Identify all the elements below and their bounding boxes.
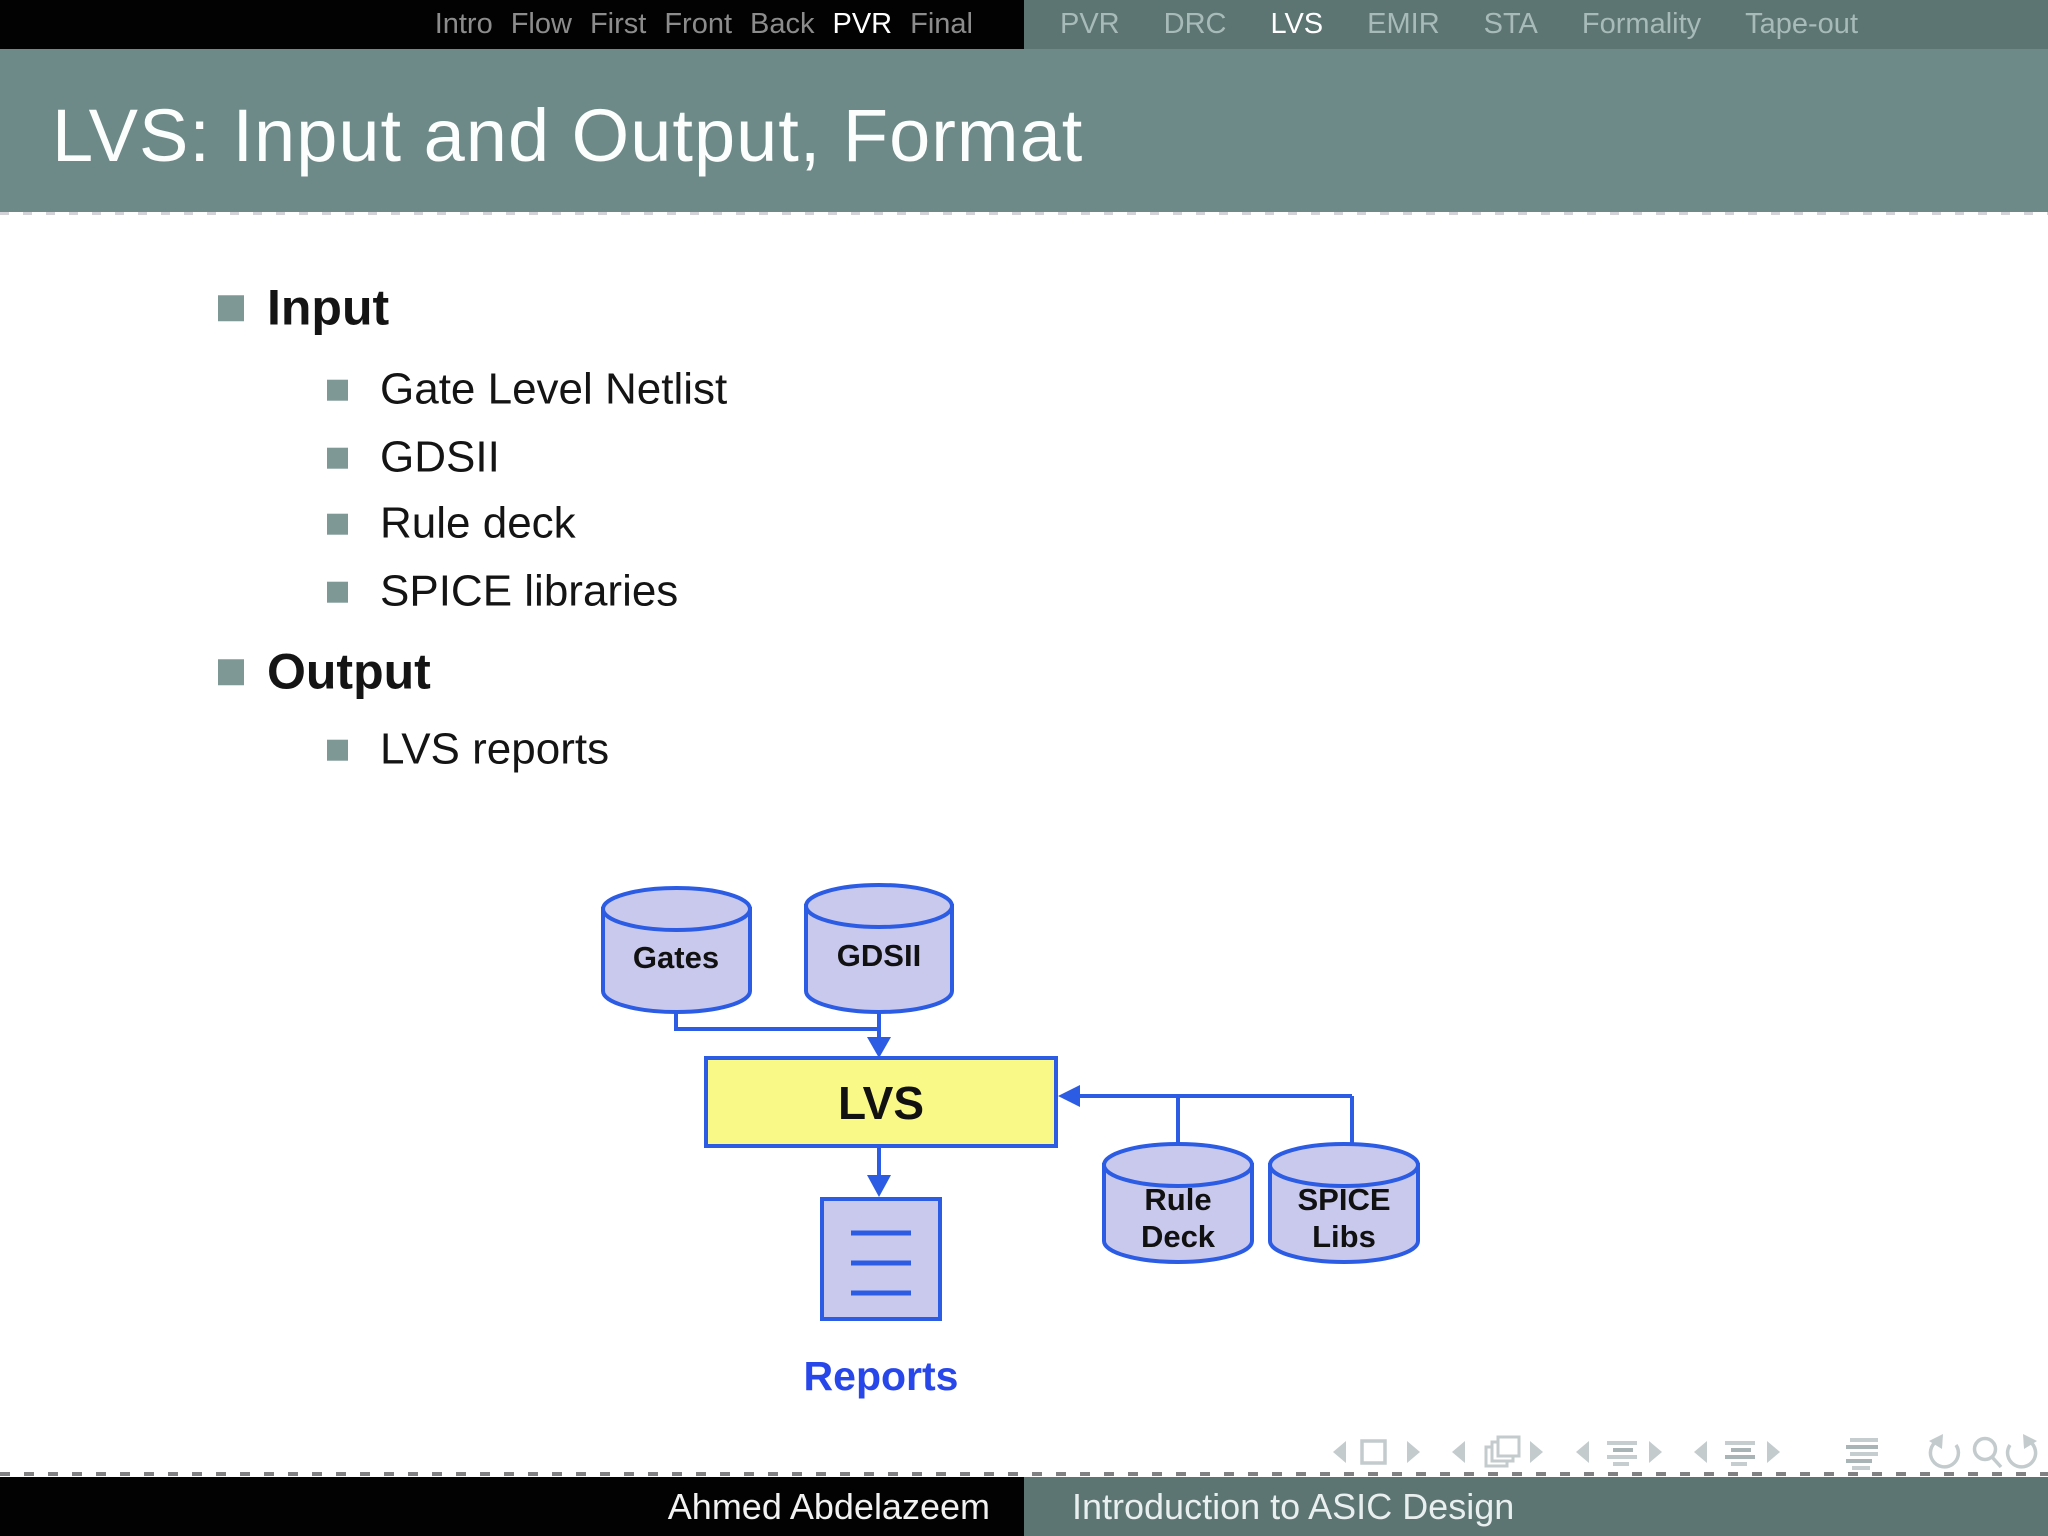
rule-deck-label-line2: Deck bbox=[1141, 1219, 1216, 1254]
bullet-square-icon bbox=[327, 581, 348, 603]
bullet-square-icon bbox=[218, 295, 244, 321]
bullet-square-icon bbox=[327, 739, 348, 761]
reports-label: Reports bbox=[804, 1353, 959, 1399]
nav-subitem-lvs-active[interactable]: LVS bbox=[1270, 8, 1324, 40]
nav-item-back[interactable]: Back bbox=[750, 8, 815, 40]
arrowhead-into-lvs bbox=[867, 1037, 891, 1058]
gdsii-cylinder: GDSII bbox=[804, 883, 954, 1014]
nav-item-intro[interactable]: Intro bbox=[434, 8, 493, 40]
footer-course-panel: Introduction to ASIC Design bbox=[1024, 1477, 2048, 1536]
list-item-label: Rule deck bbox=[380, 498, 576, 548]
nav-subitem-tapeout[interactable]: Tape-out bbox=[1745, 8, 1858, 40]
next-section-icon[interactable] bbox=[1649, 1441, 1662, 1463]
spice-libs-label-line1: SPICE bbox=[1297, 1182, 1390, 1217]
bullet-item-input: Input bbox=[218, 279, 389, 337]
gdsii-label: GDSII bbox=[837, 938, 921, 973]
previous-section-icon[interactable] bbox=[1576, 1441, 1589, 1463]
arrowhead-into-reports bbox=[867, 1175, 891, 1197]
list-item-label: LVS reports bbox=[380, 724, 610, 774]
spice-libs-label-line2: Libs bbox=[1312, 1219, 1376, 1254]
bullet-square-icon bbox=[327, 379, 348, 401]
bullet-square-icon bbox=[327, 513, 348, 535]
list-item-label: SPICE libraries bbox=[380, 566, 679, 616]
gates-to-lvs-connector bbox=[674, 1012, 879, 1031]
nav-subitem-drc[interactable]: DRC bbox=[1163, 8, 1227, 40]
beamer-navigation-symbols bbox=[1333, 1434, 2038, 1470]
search-icon[interactable] bbox=[1972, 1436, 2003, 1469]
footer-bar: Ahmed Abdelazeem Introduction to ASIC De… bbox=[0, 1477, 2048, 1536]
bullet-square-icon bbox=[327, 447, 348, 469]
slide-title-bar: LVS: Input and Output, Format bbox=[0, 49, 2048, 212]
next-frame-icon[interactable] bbox=[1530, 1441, 1543, 1463]
lvs-label: LVS bbox=[838, 1077, 924, 1129]
rule-deck-label-line1: Rule bbox=[1144, 1182, 1211, 1217]
page-title: LVS: Input and Output, Format bbox=[52, 94, 1084, 177]
spice-libs-cylinder: SPICE Libs bbox=[1268, 1142, 1420, 1264]
bullet-item-output: Output bbox=[218, 643, 431, 701]
nav-item-flow[interactable]: Flow bbox=[510, 8, 572, 40]
forward-history-icon[interactable] bbox=[2005, 1434, 2038, 1469]
nav-subitem-formality[interactable]: Formality bbox=[1581, 8, 1702, 40]
bullet-item-lvs-reports: LVS reports bbox=[327, 725, 609, 776]
section-toc-icon[interactable] bbox=[1607, 1441, 1637, 1466]
nav-item-first[interactable]: First bbox=[589, 8, 647, 40]
section-heading-output: Output bbox=[267, 643, 431, 700]
back-history-icon[interactable] bbox=[1928, 1434, 1961, 1469]
nav-item-front[interactable]: Front bbox=[664, 8, 733, 40]
bullet-item-gdsii: GDSII bbox=[327, 433, 500, 484]
nav-item-pvr-active[interactable]: PVR bbox=[832, 8, 893, 40]
list-item-label: Gate Level Netlist bbox=[380, 364, 728, 414]
bullet-item-rule-deck: Rule deck bbox=[327, 499, 576, 550]
top-navigation-bar: Intro Flow First Front Back PVR Final PV… bbox=[0, 0, 2048, 49]
reports-document-icon: Reports bbox=[804, 1197, 959, 1399]
subsection-toc-icon[interactable] bbox=[1725, 1441, 1755, 1466]
footer-author-panel: Ahmed Abdelazeem bbox=[0, 1477, 1024, 1536]
nav-subitem-sta[interactable]: STA bbox=[1483, 8, 1538, 40]
next-slide-icon[interactable] bbox=[1407, 1441, 1420, 1463]
bullet-item-spice-libraries: SPICE libraries bbox=[327, 567, 678, 618]
list-item-label: GDSII bbox=[380, 432, 500, 482]
gates-label: Gates bbox=[633, 940, 719, 975]
rule-deck-cylinder: Rule Deck bbox=[1102, 1142, 1254, 1264]
title-bar-edge-artifact bbox=[0, 212, 2048, 215]
previous-slide-icon[interactable] bbox=[1333, 1441, 1346, 1463]
bullet-square-icon bbox=[218, 659, 244, 685]
lvs-process-box: LVS bbox=[704, 1056, 1058, 1148]
top-nav-main-sections: Intro Flow First Front Back PVR Final bbox=[0, 0, 1024, 49]
next-subsection-icon[interactable] bbox=[1767, 1441, 1780, 1463]
bullet-item-gate-level-netlist: Gate Level Netlist bbox=[327, 365, 727, 416]
arrowhead-into-lvs-right bbox=[1058, 1085, 1080, 1107]
nav-subitem-emir[interactable]: EMIR bbox=[1367, 8, 1440, 40]
nav-subitem-pvr[interactable]: PVR bbox=[1060, 8, 1120, 40]
section-heading-input: Input bbox=[267, 279, 390, 336]
gates-cylinder: Gates bbox=[601, 886, 752, 1014]
top-nav-subsections: PVR DRC LVS EMIR STA Formality Tape-out bbox=[1024, 0, 2048, 49]
frame-overlay-stack-icon[interactable] bbox=[1484, 1435, 1521, 1468]
current-slide-frame-icon[interactable] bbox=[1360, 1439, 1387, 1465]
footer-course-title: Introduction to ASIC Design bbox=[1072, 1485, 1515, 1527]
appendix-toc-icon[interactable] bbox=[1846, 1438, 1878, 1470]
footer-edge-artifact bbox=[0, 1472, 2048, 1476]
nav-item-final[interactable]: Final bbox=[910, 8, 973, 40]
previous-subsection-icon[interactable] bbox=[1694, 1441, 1707, 1463]
footer-author: Ahmed Abdelazeem bbox=[667, 1485, 990, 1527]
previous-frame-icon[interactable] bbox=[1452, 1441, 1465, 1463]
